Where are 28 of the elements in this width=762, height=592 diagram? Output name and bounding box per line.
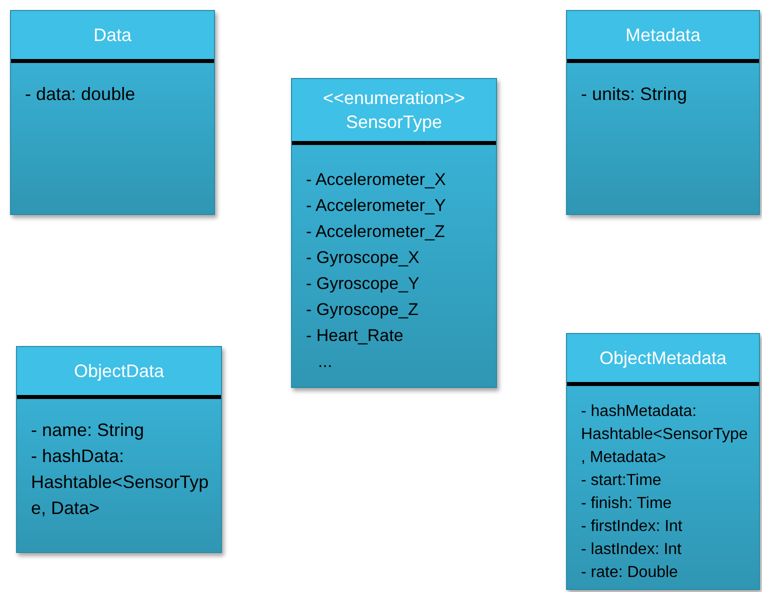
attribute-text: - lastIndex: Int xyxy=(581,540,682,560)
attribute-text: - Accelerometer_X xyxy=(306,169,447,191)
attribute-text: - finish: Time xyxy=(581,494,673,514)
attribute-text: - start:Time xyxy=(581,471,662,491)
attribute-text: - data: double xyxy=(25,83,136,106)
class-box xyxy=(291,78,497,388)
class-header: ObjectData xyxy=(17,347,221,399)
class-box xyxy=(566,333,760,590)
attribute-text: - Gyroscope_X xyxy=(306,247,420,269)
attribute-text: - Accelerometer_Y xyxy=(306,195,447,217)
class-header: ObjectMetadata xyxy=(567,334,759,386)
attribute-text: - hashMetadata: Hashtable<SensorType, Metadata> xyxy=(581,402,749,468)
attribute-text: - Gyroscope_Z xyxy=(306,299,420,321)
class-box xyxy=(10,10,215,215)
attribute-text: - hashData: Hashtable<SensorType, Data> xyxy=(31,445,210,520)
class-box xyxy=(566,10,760,215)
attribute-text: - name: String xyxy=(31,419,146,442)
attribute-text: - firstIndex: Int xyxy=(581,517,684,537)
class-header: Data xyxy=(11,11,214,63)
class-header: <<enumeration>> SensorType xyxy=(292,79,496,145)
attribute-text: - Gyroscope_Y xyxy=(306,273,420,295)
attribute-text: - rate: Double xyxy=(581,563,679,583)
class-box xyxy=(16,346,222,553)
class-header: Metadata xyxy=(567,11,759,63)
attribute-text: - units: String xyxy=(581,83,688,106)
attribute-text: - Heart_Rate xyxy=(306,325,404,347)
attribute-text: ... xyxy=(317,351,334,373)
attribute-text: - Accelerometer_Z xyxy=(306,221,446,243)
